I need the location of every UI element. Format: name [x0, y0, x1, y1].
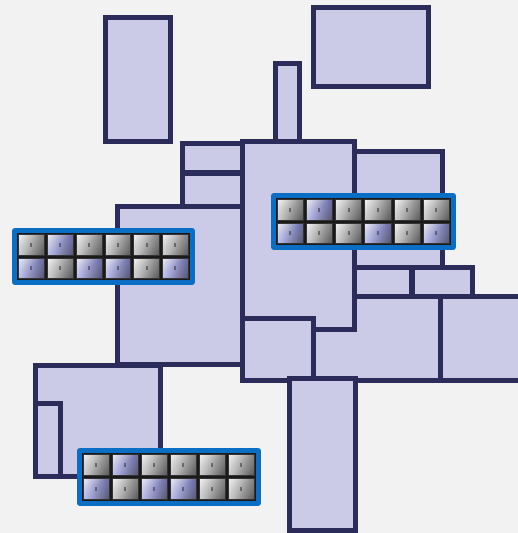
tile-icon [76, 258, 103, 280]
tile-icon [277, 223, 304, 245]
tile-icon [306, 199, 333, 221]
tile-strip-right [271, 193, 456, 250]
room-top-left [103, 15, 173, 144]
tile-icon [228, 478, 255, 500]
tile-icon [112, 454, 139, 476]
corridor-top [273, 61, 302, 149]
tile-icon [199, 454, 226, 476]
tile-icon [76, 234, 103, 256]
tile-icon [423, 199, 450, 221]
tile-icon [423, 223, 450, 245]
tile-icon [105, 234, 132, 256]
tile-icon [199, 478, 226, 500]
tile-icon [277, 199, 304, 221]
tile-icon [83, 478, 110, 500]
tile-icon [105, 258, 132, 280]
tile-icon [112, 478, 139, 500]
tile-strip-left [12, 228, 195, 285]
room-top-right [311, 5, 431, 89]
corridor-bottom [287, 376, 358, 533]
tile-icon [47, 234, 74, 256]
room-far-right [438, 294, 518, 383]
tile-icon [170, 454, 197, 476]
tile-icon [141, 478, 168, 500]
tile-icon [394, 199, 421, 221]
tile-icon [306, 223, 333, 245]
tile-icon [47, 258, 74, 280]
tile-icon [83, 454, 110, 476]
tile-icon [335, 199, 362, 221]
tile-icon [18, 258, 45, 280]
room-center-upper-a [180, 141, 246, 175]
tile-icon [162, 258, 189, 280]
room-center-lower [240, 316, 316, 383]
tile-icon [162, 234, 189, 256]
tile-icon [133, 258, 160, 280]
tile-icon [170, 478, 197, 500]
tile-icon [335, 223, 362, 245]
room-bottom-left-narrow [33, 401, 63, 479]
tile-icon [364, 199, 391, 221]
tile-icon [18, 234, 45, 256]
tile-icon [133, 234, 160, 256]
tile-icon [364, 223, 391, 245]
tile-strip-bottom [77, 448, 261, 506]
tile-icon [228, 454, 255, 476]
tile-icon [394, 223, 421, 245]
tile-icon [141, 454, 168, 476]
